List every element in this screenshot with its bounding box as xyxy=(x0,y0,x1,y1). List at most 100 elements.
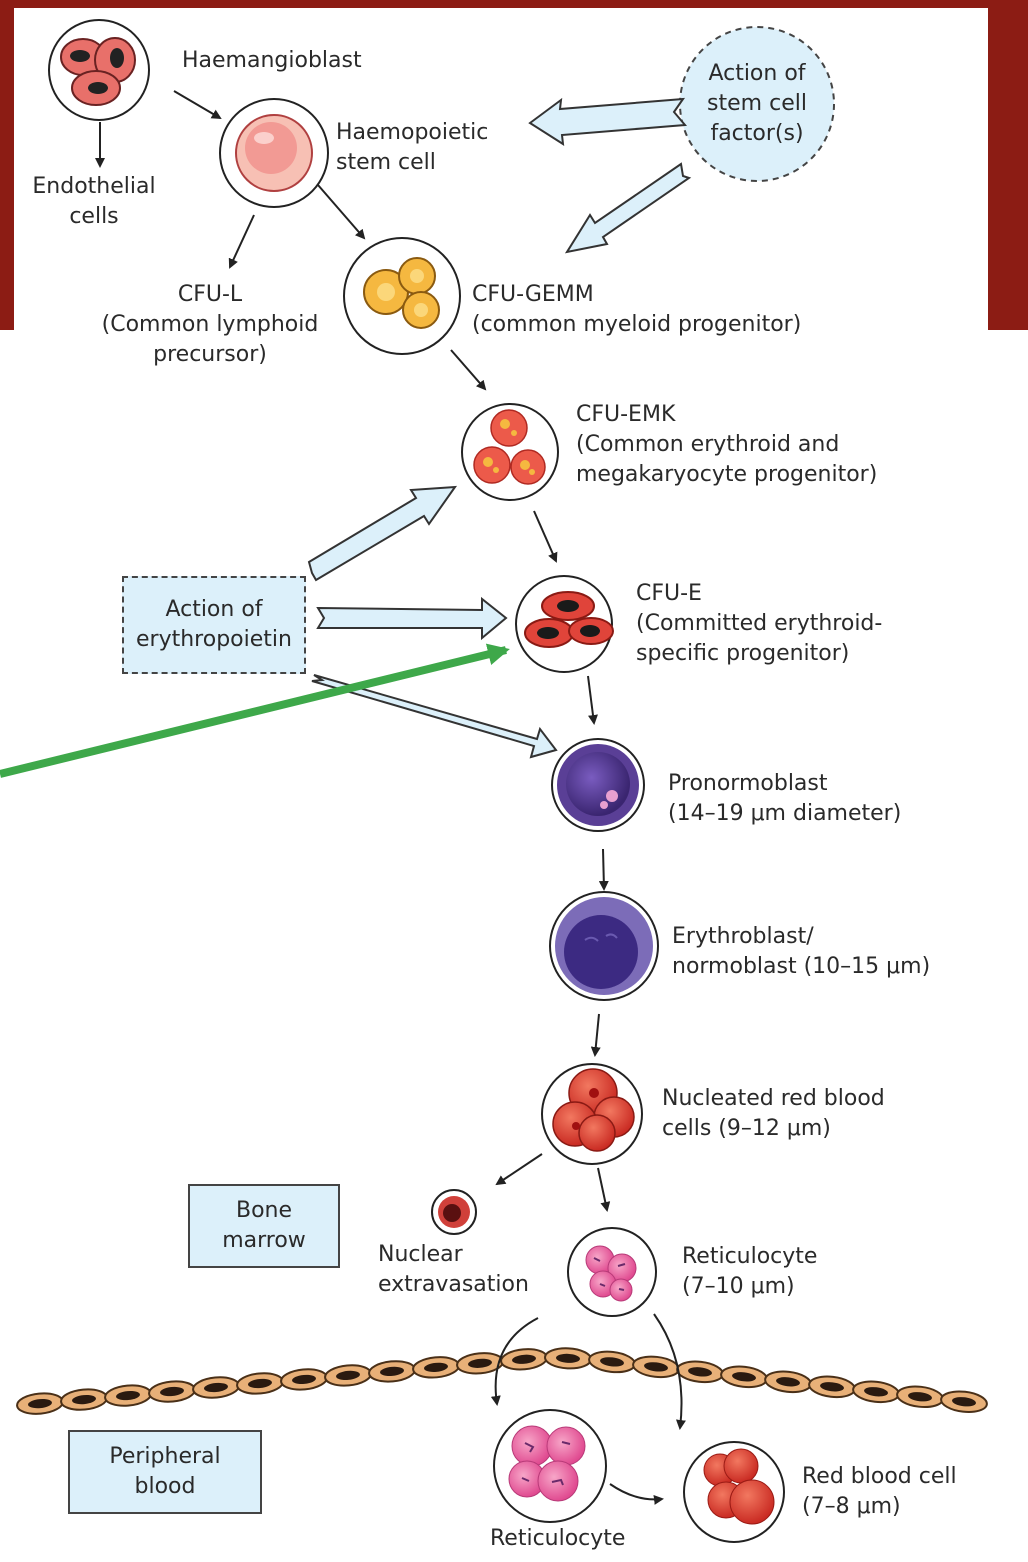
endothelial-cell xyxy=(412,1356,460,1379)
cfu-emk-line1: CFU-EMK xyxy=(576,402,676,427)
cfu-emk-label: CFU-EMK (Common erythroid and megakaryoc… xyxy=(576,400,877,490)
cfu-l-label: CFU-L (Common lymphoid precursor) xyxy=(90,280,330,370)
bone-marrow-line1: Bone xyxy=(235,1198,293,1223)
endothelial-cell xyxy=(368,1360,416,1383)
nuclear-extravasation-line1: Nuclear xyxy=(378,1242,463,1267)
endothelial-cell xyxy=(280,1368,328,1391)
pronormoblast-line1: Pronormoblast xyxy=(668,771,828,796)
nucleated-rbc-line1: Nucleated red blood xyxy=(662,1086,885,1111)
erythroblast-line1: Erythroblast/ xyxy=(672,924,814,949)
scf-line2: stem cell xyxy=(707,91,807,116)
hsc-line1: Haemopoietic xyxy=(336,120,489,145)
haemangioblast-name: Haemangioblast xyxy=(182,48,362,73)
reticulocyte-blood-name: Reticulocyte xyxy=(490,1526,626,1551)
endothelial-cell xyxy=(544,1347,592,1370)
endothelial-cell xyxy=(148,1380,196,1403)
epo-line1: Action of xyxy=(165,597,263,622)
reticulocyte-blood-label: Reticulocyte xyxy=(490,1524,625,1554)
nucleated-rbc-label: Nucleated red blood cells (9–12 μm) xyxy=(662,1084,885,1144)
nuclear-extravasation-line2: extravasation xyxy=(378,1272,529,1297)
reticulocyte-marrow-line1: Reticulocyte xyxy=(682,1244,818,1269)
reticulocyte-marrow-label: Reticulocyte (7–10 μm) xyxy=(682,1242,817,1302)
endothelial-label: Endothelial cells xyxy=(30,172,158,232)
epo-to-pronormoblast-arrow xyxy=(311,674,558,759)
cfu-e-cell-icon xyxy=(515,575,614,673)
cfu-e-line1: CFU-E xyxy=(636,581,702,606)
pointer-arrow xyxy=(0,643,510,778)
diagram-panel xyxy=(14,8,988,1562)
endothelial-cell xyxy=(104,1384,152,1407)
epo-line2: erythropoietin xyxy=(136,627,292,652)
bone-marrow-line2: marrow xyxy=(222,1228,306,1253)
endothelial-cell xyxy=(192,1376,240,1399)
reticulocyte-blood-cell-icon xyxy=(493,1409,607,1523)
cfu-emk-line2: (Common erythroid and xyxy=(576,432,840,457)
epo-to-cfue-arrow xyxy=(316,596,508,641)
endothelial-cell xyxy=(456,1352,504,1375)
cfu-emk-line3: megakaryocyte progenitor) xyxy=(576,462,878,487)
stem-cell-factor-label: Action of stem cell factor(s) xyxy=(694,58,820,150)
pronormoblast-cell-icon xyxy=(551,738,645,832)
cfu-l-line2: (Common lymphoid xyxy=(101,312,319,337)
reticulocyte-marrow-cell-icon xyxy=(567,1227,657,1317)
scf-line1: Action of xyxy=(708,61,806,86)
cfu-gemm-line1: CFU-GEMM xyxy=(472,282,594,307)
endothelial-line1: Endothelial xyxy=(32,174,156,199)
cfu-emk-cell-icon xyxy=(461,403,559,501)
endothelial-cell xyxy=(588,1350,636,1374)
endothelial-cell xyxy=(632,1355,680,1379)
endothelial-line2: cells xyxy=(69,204,119,229)
endothelial-cell xyxy=(852,1380,900,1404)
scf-to-gemm-arrow xyxy=(564,162,692,254)
reticulocyte-marrow-line2: (7–10 μm) xyxy=(682,1274,795,1299)
peripheral-blood-line2: blood xyxy=(134,1474,196,1499)
haemangioblast-cell-icon xyxy=(48,19,150,121)
endothelial-cell xyxy=(324,1364,372,1387)
red-blood-cell-icon xyxy=(683,1441,785,1543)
factor-block-arrows xyxy=(307,97,692,759)
nucleated-rbc-cell-icon xyxy=(541,1063,643,1165)
red-blood-cell-label: Red blood cell (7–8 μm) xyxy=(802,1462,957,1522)
peripheral-blood-box: Peripheral blood xyxy=(68,1430,262,1514)
scf-line3: factor(s) xyxy=(710,121,804,146)
cfu-l-line3: precursor) xyxy=(153,342,267,367)
bone-marrow-box: Bone marrow xyxy=(188,1184,340,1268)
vessel-wall xyxy=(16,1347,988,1415)
lineage-arrows xyxy=(95,90,686,1505)
cfu-e-line3: specific progenitor) xyxy=(636,641,850,666)
endothelial-cell xyxy=(808,1375,856,1399)
pronormoblast-line2: (14–19 μm diameter) xyxy=(668,801,902,826)
hsc-line2: stem cell xyxy=(336,150,436,175)
endothelial-cell xyxy=(764,1370,812,1394)
haemangioblast-label: Haemangioblast xyxy=(182,46,362,76)
endothelial-cell xyxy=(720,1365,768,1389)
endothelial-cell xyxy=(896,1385,944,1409)
cfu-gemm-label: CFU-GEMM (common myeloid progenitor) xyxy=(472,280,801,340)
peripheral-blood-line1: Peripheral xyxy=(109,1444,221,1469)
cfu-e-label: CFU-E (Committed erythroid- specific pro… xyxy=(636,579,882,669)
cfu-gemm-cell-icon xyxy=(343,237,461,355)
red-blood-cell-line1: Red blood cell xyxy=(802,1464,957,1489)
endothelial-cell xyxy=(940,1390,988,1414)
erythropoietin-box: Action of erythropoietin xyxy=(122,576,306,674)
endothelial-cell xyxy=(500,1348,548,1371)
hsc-label: Haemopoietic stem cell xyxy=(336,118,488,178)
haemopoietic-stem-cell-icon xyxy=(219,98,329,208)
pronormoblast-label: Pronormoblast (14–19 μm diameter) xyxy=(668,769,901,829)
endothelial-cell xyxy=(236,1372,284,1395)
cfu-l-line1: CFU-L xyxy=(177,282,243,307)
scf-to-hsc-arrow xyxy=(528,97,688,146)
erythroblast-line2: normoblast (10–15 μm) xyxy=(672,954,931,979)
epo-to-emk-arrow xyxy=(307,485,458,582)
endothelial-cell xyxy=(60,1388,108,1411)
extruded-nucleus-icon xyxy=(431,1189,477,1235)
red-blood-cell-line2: (7–8 μm) xyxy=(802,1494,901,1519)
nucleated-rbc-line2: cells (9–12 μm) xyxy=(662,1116,831,1141)
nuclear-extravasation-label: Nuclear extravasation xyxy=(378,1240,529,1300)
erythroblast-cell-icon xyxy=(549,891,659,1001)
endothelial-cell xyxy=(676,1360,724,1384)
erythroblast-label: Erythroblast/ normoblast (10–15 μm) xyxy=(672,922,930,982)
cfu-e-line2: (Committed erythroid- xyxy=(636,611,883,636)
cfu-gemm-line2: (common myeloid progenitor) xyxy=(472,312,802,337)
